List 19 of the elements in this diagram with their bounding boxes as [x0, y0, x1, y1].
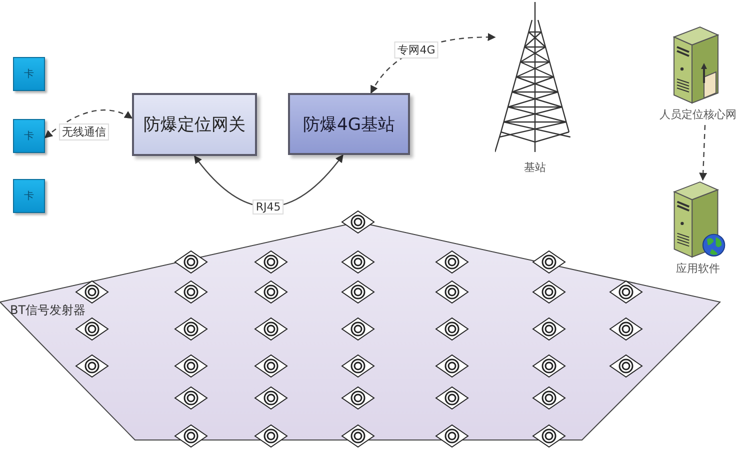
- zone-label: BT信号发射器: [10, 302, 86, 319]
- edge-label: 专网4G: [394, 42, 438, 59]
- edge-label: RJ45: [252, 199, 284, 214]
- server-label: 应用软件: [676, 261, 720, 276]
- process-box: [132, 93, 257, 156]
- connector-arrow: [44, 109, 133, 138]
- card-label: 卡: [24, 130, 34, 143]
- card-label: 卡: [24, 68, 34, 81]
- box-label: 防爆4G基站: [303, 114, 395, 136]
- box-label: 防爆定位网关: [144, 114, 246, 136]
- tag-card: [13, 57, 45, 91]
- process-box: [288, 93, 410, 155]
- server-label: 人员定位核心网: [660, 107, 736, 122]
- card-label: 卡: [24, 190, 34, 203]
- tag-card: [13, 179, 45, 213]
- connector-arrow: [699, 124, 708, 181]
- tag-card: [13, 119, 45, 153]
- edge-label: 无线通信: [59, 124, 109, 140]
- tower-label: 基站: [524, 160, 546, 175]
